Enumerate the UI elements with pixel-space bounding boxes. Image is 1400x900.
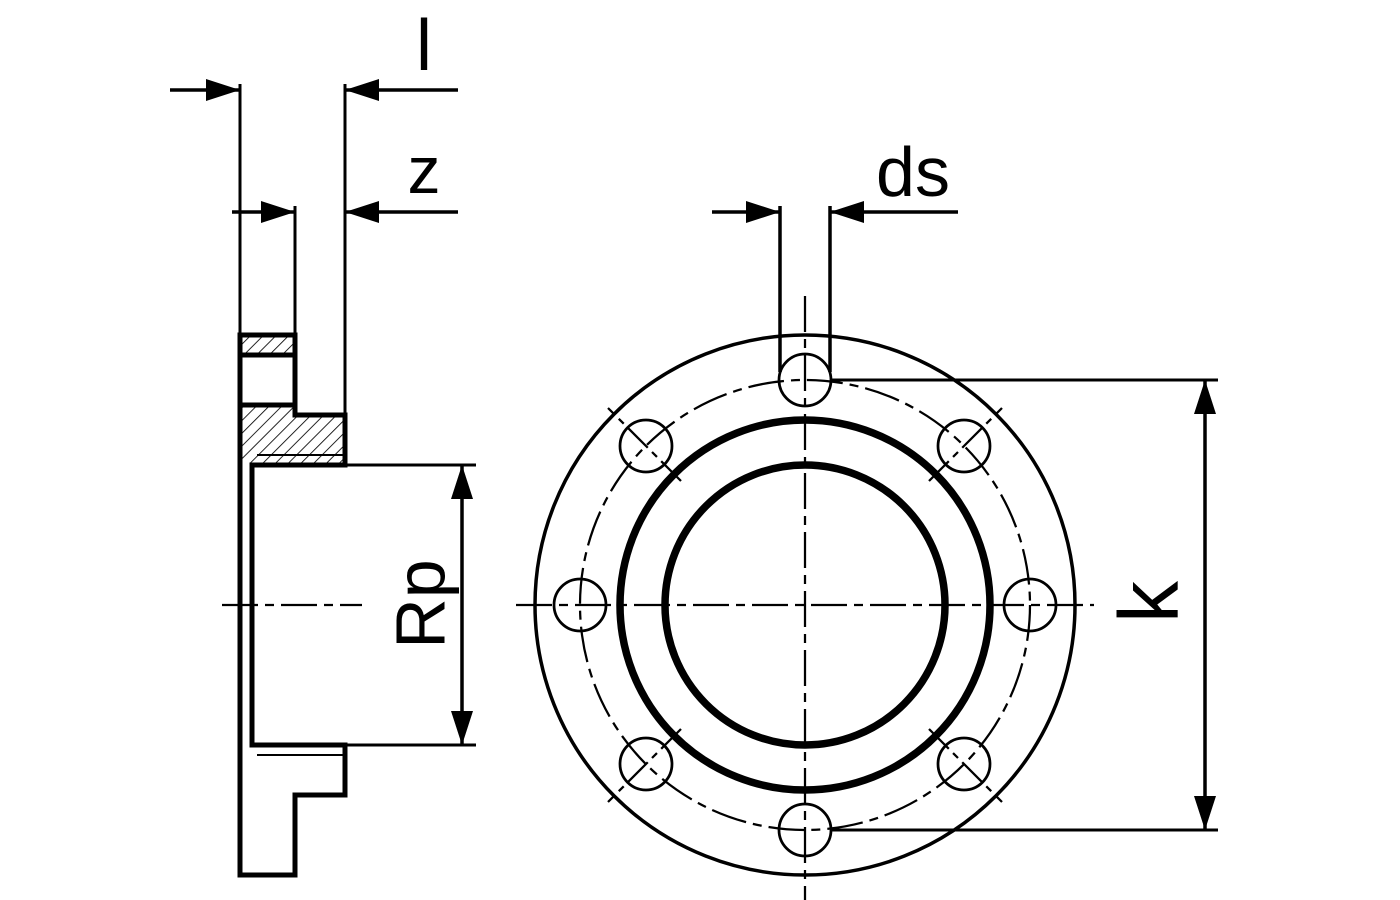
ds-label: ds: [876, 133, 950, 211]
bolt-circle: [578, 378, 1032, 832]
l-arrow-right: [345, 79, 379, 101]
k-arrow-bottom: [1194, 796, 1216, 830]
ds-arrow-right: [830, 201, 864, 223]
bolt-hole-bottom-left: [618, 736, 674, 792]
tick-bottom-left: [607, 728, 682, 803]
dimension-ds: ds: [712, 133, 958, 372]
rp-arrow-top: [451, 465, 473, 499]
dimension-l: l: [170, 6, 458, 413]
bolt-hole-top-left: [618, 418, 674, 474]
bolt-hole-bottom-right: [936, 736, 992, 792]
z-arrow-left: [261, 201, 295, 223]
k-arrow-top: [1194, 380, 1216, 414]
front-view: [516, 296, 1094, 900]
front-view-centerlines: [516, 296, 1094, 900]
thread-lines: [257, 454, 345, 756]
section-hatching: [242, 337, 343, 463]
dimension-z: z: [232, 133, 458, 333]
rp-label: Rp: [382, 559, 460, 648]
tick-top-right: [928, 407, 1003, 482]
z-arrow-right: [345, 201, 379, 223]
dimension-k: k: [832, 378, 1218, 832]
bolt-hole-centerline-ticks: [607, 407, 1003, 803]
side-view: [222, 332, 362, 878]
l-arrow-left: [206, 79, 240, 101]
rp-arrow-bottom: [451, 711, 473, 745]
hatch-flange-rim: [242, 337, 293, 354]
dimension-rp: Rp: [347, 463, 476, 747]
k-label: k: [1101, 580, 1195, 623]
hatch-flange-body: [242, 407, 343, 463]
z-label: z: [408, 133, 441, 207]
tick-top-left: [607, 407, 682, 482]
tick-bottom-right: [928, 728, 1003, 803]
bolt-hole-top-right: [936, 418, 992, 474]
l-label: l: [416, 6, 432, 86]
ds-arrow-left: [746, 201, 780, 223]
